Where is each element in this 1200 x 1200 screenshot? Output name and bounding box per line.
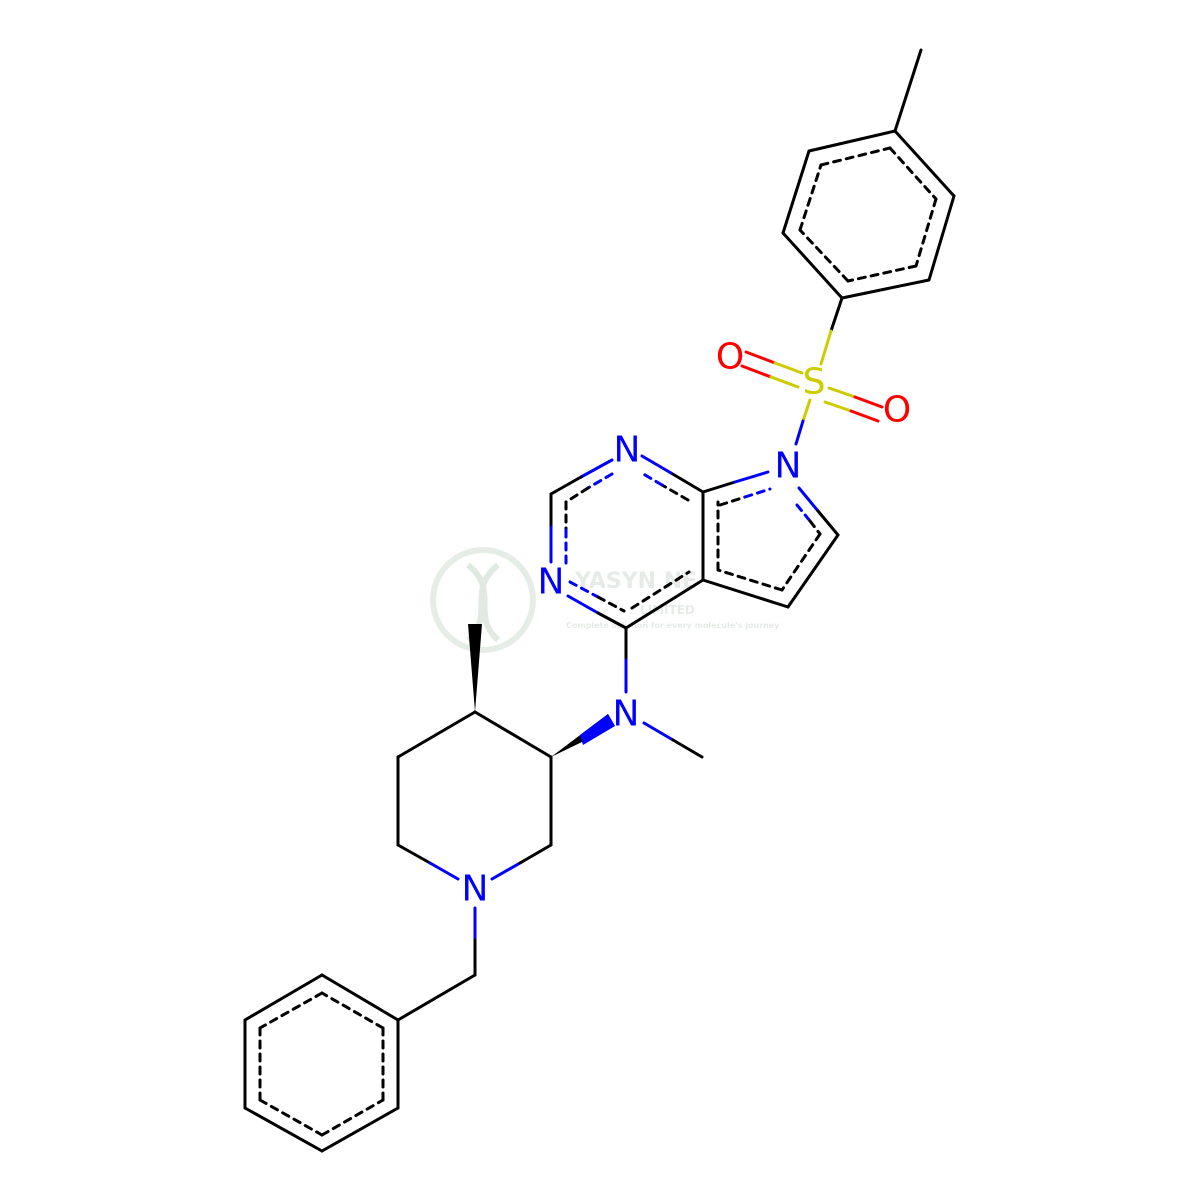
sulfonyl-bonds [740,350,884,423]
tolyl-ring [781,48,956,300]
watermark-tagline: Complete solution for every molecule's j… [566,621,780,630]
watermark-brand: YASYN NE [574,569,697,594]
atom-n-pyrimidine-left: N [538,562,565,603]
atom-n-pyrrole: N [775,446,802,487]
atom-n-pyrimidine-top: N [614,430,641,471]
atom-n-piperidine: N [462,869,489,910]
watermark: YASYN NE LIMITED Complete solution for e… [430,547,780,653]
atom-o-sulfonyl-2: O [883,390,911,431]
pyrimidine-ring [549,454,705,630]
atom-o-sulfonyl-1: O [716,337,744,378]
atom-labels: N N N N N S O O [462,337,912,910]
atom-s-sulfonyl: S [803,362,826,403]
pyrrole-ring [701,470,840,609]
wedge-bond-methyl [468,624,482,712]
bonds [243,48,956,1153]
atom-n-amine: N [613,694,640,735]
benzyl-ring [243,973,400,1153]
watermark-sub: LIMITED [640,603,695,617]
watermark-logo-icon [430,547,536,653]
piperidine-ring [396,710,553,881]
